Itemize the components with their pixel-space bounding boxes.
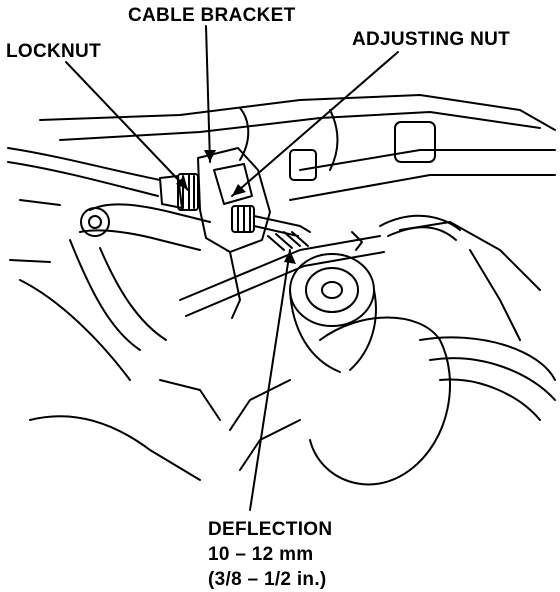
alternator: [229, 316, 556, 486]
label-locknut: LOCKNUT: [6, 41, 101, 62]
leader-deflection: [249, 249, 291, 511]
intake-hose: [69, 203, 211, 351]
label-deflection-in: (3/8 – 1/2 in.): [208, 569, 327, 590]
lower-frame: [9, 199, 541, 481]
label-adjusting-nut: ADJUSTING NUT: [352, 29, 511, 50]
arrow-cable-bracket: [204, 150, 216, 162]
leader-cable-bracket: [205, 25, 211, 163]
drive-belt: [179, 214, 461, 317]
leader-adjusting-nut: [231, 51, 399, 197]
label-deflection: DEFLECTION: [208, 519, 333, 540]
pulley: [289, 253, 377, 373]
label-cable-bracket: CABLE BRACKET: [128, 5, 296, 26]
adjusting-nut: [231, 205, 311, 237]
label-deflection-group: DEFLECTION 10 – 12 mm (3/8 – 1/2 in.): [208, 517, 332, 592]
leader-lines: [65, 25, 399, 511]
engine-cover: [39, 94, 556, 201]
label-deflection-mm: 10 – 12 mm: [208, 544, 314, 565]
arrow-locknut: [176, 176, 188, 190]
leader-locknut: [65, 61, 189, 191]
arrow-adjusting-nut: [232, 184, 246, 196]
deflection-marks: [267, 231, 309, 251]
arrow-deflection: [284, 250, 296, 264]
